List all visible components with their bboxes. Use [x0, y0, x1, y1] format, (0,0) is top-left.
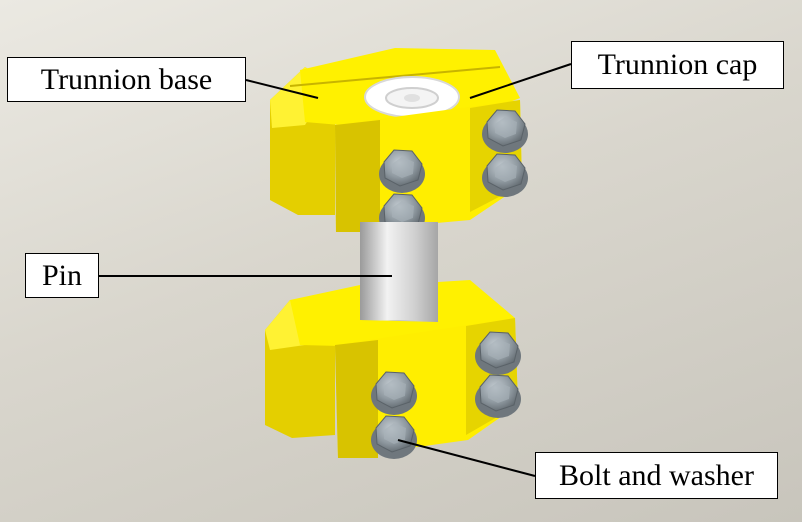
bolt-and-washer-label: Bolt and washer [535, 452, 778, 499]
leader-line-trunnion-base [245, 79, 319, 99]
trunnion-cap-label: Trunnion cap [571, 41, 784, 89]
upper-trunnion [270, 48, 529, 238]
leader-line-trunnion-cap [469, 63, 572, 99]
leader-line-bolt [397, 439, 536, 477]
lower-trunnion [265, 280, 522, 460]
trunnion-base-label: Trunnion base [7, 57, 246, 102]
pin-label: Pin [25, 253, 99, 298]
